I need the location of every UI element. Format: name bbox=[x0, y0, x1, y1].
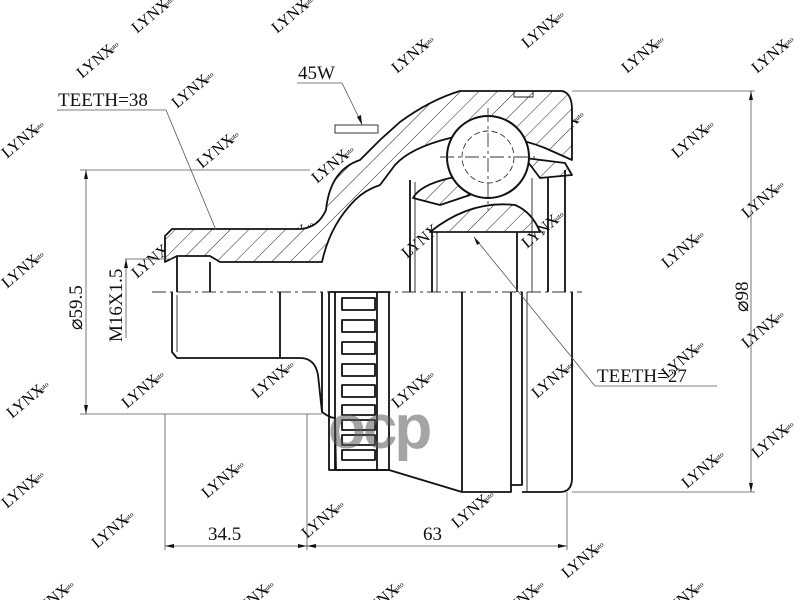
joint-section-upper bbox=[164, 90, 573, 292]
label-thread-m16: M16X1.5 bbox=[106, 269, 127, 342]
joint-housing-lower bbox=[388, 292, 573, 493]
label-diameter-98: ⌀98 bbox=[732, 282, 753, 312]
ocp-logo-watermark: ocp bbox=[328, 393, 430, 462]
label-length-63: 63 bbox=[423, 524, 442, 545]
label-teeth-38: TEETH=38 bbox=[58, 90, 148, 111]
abs-ring bbox=[321, 291, 390, 471]
label-diameter-59-5: ⌀59.5 bbox=[66, 285, 87, 330]
stub-shaft bbox=[171, 256, 323, 413]
label-length-34-5: 34.5 bbox=[208, 524, 241, 545]
dimension-lines bbox=[57, 82, 755, 550]
label-45w: 45W bbox=[298, 63, 335, 84]
label-teeth-27: TEETH=27 bbox=[597, 366, 687, 387]
